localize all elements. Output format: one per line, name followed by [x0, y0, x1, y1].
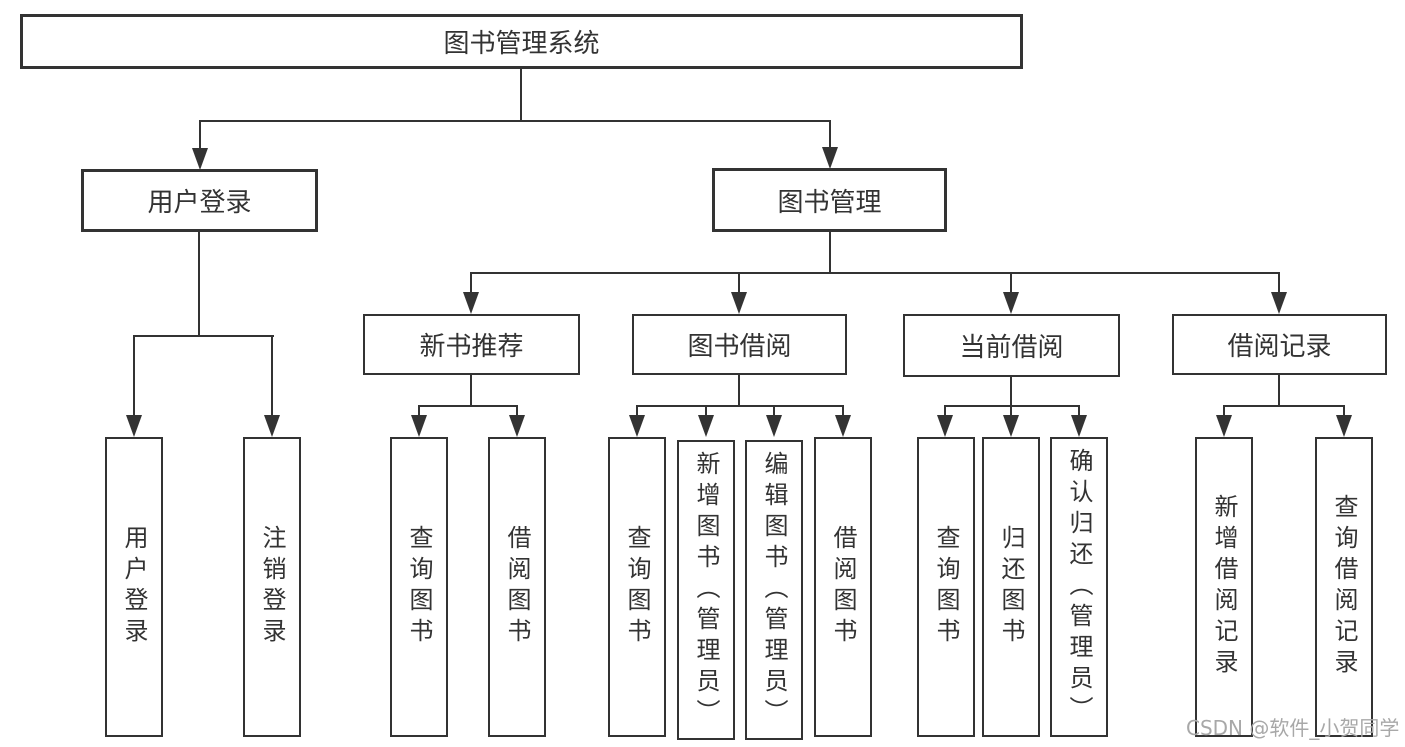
connector-branch [705, 405, 707, 416]
leaf-add-borrow-record: 新增借阅记录 [1195, 437, 1253, 737]
connector-branch [829, 120, 831, 150]
node-current-borrowing: 当前借阅 [903, 314, 1120, 377]
leaf-add-borrow-record-label: 新增借阅记录 [1210, 494, 1238, 680]
connector-branch [271, 335, 273, 416]
connector-rail [636, 405, 844, 407]
node-new-book-recommend: 新书推荐 [363, 314, 580, 375]
leaf-return-books: 归还图书 [982, 437, 1040, 737]
connector-rail [133, 335, 274, 337]
arrow-down-icon [698, 415, 714, 437]
node-user-login: 用户登录 [81, 169, 318, 232]
node-borrowing-records: 借阅记录 [1172, 314, 1387, 375]
leaf-add-books-admin-label: 新增图书（管理员） [692, 450, 720, 730]
leaf-newbook-borrow-books: 借阅图书 [488, 437, 546, 737]
connector-stem [738, 375, 740, 407]
arrow-down-icon [766, 415, 782, 437]
node-book-management: 图书管理 [712, 168, 947, 232]
connector-branch [1343, 405, 1345, 416]
leaf-user-login: 用户登录 [105, 437, 163, 737]
connector-branch [199, 120, 201, 150]
leaf-newbook-borrow-books-label: 借阅图书 [503, 525, 531, 649]
node-book-borrowing-label: 图书借阅 [687, 332, 792, 362]
leaf-borrowing-borrow-books: 借阅图书 [814, 437, 872, 737]
connector-branch [1223, 405, 1225, 416]
connector-rail [418, 405, 518, 407]
node-book-borrowing: 图书借阅 [632, 314, 847, 375]
leaf-confirm-return-admin: 确认归还（管理员） [1050, 437, 1108, 737]
arrow-down-icon [192, 148, 208, 170]
connector-branch [842, 405, 844, 416]
connector-branch [738, 272, 740, 294]
arrow-down-icon [629, 415, 645, 437]
node-borrowing-records-label: 借阅记录 [1227, 332, 1332, 362]
connector-stem [1010, 377, 1012, 407]
connector-branch [470, 272, 472, 294]
connector-branch [516, 405, 518, 416]
arrow-down-icon [411, 415, 427, 437]
arrow-down-icon [1216, 415, 1232, 437]
connector-branch [418, 405, 420, 416]
connector-branch [1010, 405, 1012, 416]
leaf-newbook-query-books-label: 查询图书 [405, 525, 433, 649]
arrow-down-icon [463, 292, 479, 314]
leaf-query-borrow-record-label: 查询借阅记录 [1330, 494, 1358, 680]
leaf-add-books-admin: 新增图书（管理员） [677, 440, 735, 740]
connector-stem [520, 69, 522, 121]
connector-rail [470, 272, 1280, 274]
connector-branch [944, 405, 946, 416]
connector-rail [944, 405, 1080, 407]
leaf-query-borrow-record: 查询借阅记录 [1315, 437, 1373, 737]
leaf-current-query-books: 查询图书 [917, 437, 975, 737]
connector-branch [1278, 272, 1280, 294]
connector-branch [636, 405, 638, 416]
arrow-down-icon [835, 415, 851, 437]
leaf-borrowing-query-books-label: 查询图书 [623, 525, 651, 649]
connector-rail [199, 120, 831, 122]
node-new-book-recommend-label: 新书推荐 [419, 332, 524, 362]
leaf-return-books-label: 归还图书 [997, 525, 1025, 649]
connector-branch [133, 335, 135, 416]
arrow-down-icon [126, 415, 142, 437]
leaf-confirm-return-admin-label: 确认归还（管理员） [1065, 447, 1093, 727]
leaf-logout-label: 注销登录 [258, 525, 286, 649]
connector-branch [773, 405, 775, 416]
arrow-down-icon [1271, 292, 1287, 314]
connector-stem [470, 375, 472, 407]
arrow-down-icon [1003, 415, 1019, 437]
leaf-edit-books-admin-label: 编辑图书（管理员） [760, 450, 788, 730]
connector-stem [1278, 375, 1280, 407]
node-book-management-label: 图书管理 [777, 187, 882, 218]
leaf-user-login-label: 用户登录 [120, 525, 148, 649]
arrow-down-icon [509, 415, 525, 437]
node-user-login-label: 用户登录 [147, 188, 252, 218]
leaf-edit-books-admin: 编辑图书（管理员） [745, 440, 803, 740]
leaf-borrowing-query-books: 查询图书 [608, 437, 666, 737]
arrow-down-icon [1336, 415, 1352, 437]
connector-stem [198, 232, 200, 337]
leaf-newbook-query-books: 查询图书 [390, 437, 448, 737]
connector-branch [1010, 272, 1012, 294]
arrow-down-icon [822, 147, 838, 169]
node-root: 图书管理系统 [20, 14, 1023, 69]
csdn-watermark: CSDN @软件_小贺同学 [1186, 716, 1400, 740]
node-current-borrowing-label: 当前借阅 [959, 333, 1064, 363]
connector-rail [1223, 405, 1345, 407]
arrow-down-icon [731, 292, 747, 314]
arrow-down-icon [1003, 292, 1019, 314]
arrow-down-icon [264, 415, 280, 437]
arrow-down-icon [1071, 415, 1087, 437]
leaf-current-query-books-label: 查询图书 [932, 525, 960, 649]
connector-stem [829, 232, 831, 274]
leaf-borrowing-borrow-books-label: 借阅图书 [829, 525, 857, 649]
arrow-down-icon [937, 415, 953, 437]
connector-branch [1078, 405, 1080, 416]
node-root-label: 图书管理系统 [443, 29, 600, 59]
leaf-logout: 注销登录 [243, 437, 301, 737]
